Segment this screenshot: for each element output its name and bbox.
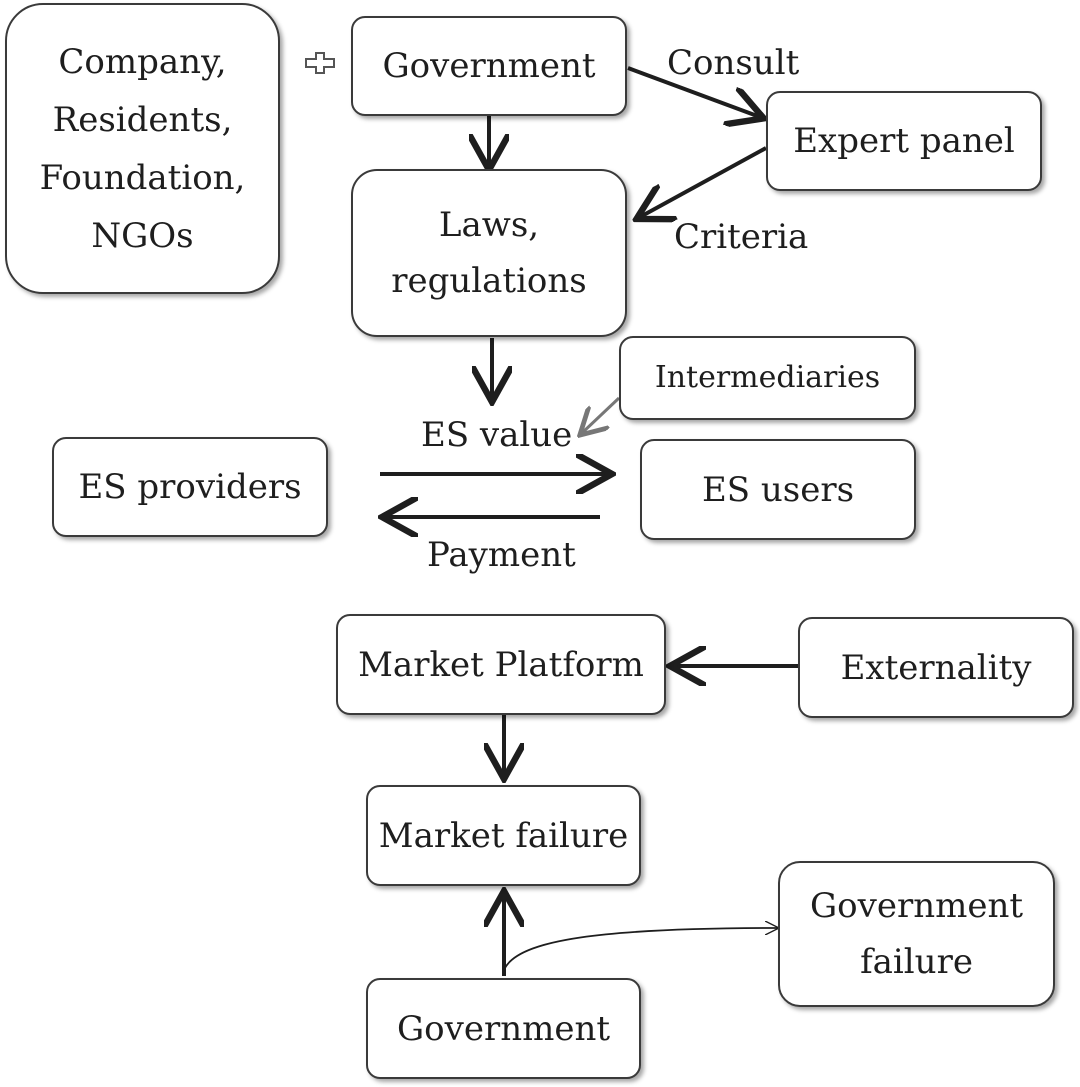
edge-consult [627, 66, 760, 117]
expert-panel-label: Expert panel [793, 121, 1015, 161]
edge-government-failure [504, 928, 778, 969]
government-failure-box: Government failure [778, 861, 1055, 1007]
es-users-label: ES users [701, 469, 855, 510]
edge-intermediaries [582, 396, 621, 433]
edge-criteria [640, 146, 767, 217]
market-failure-box: Market failure [366, 785, 641, 886]
plus-icon [305, 52, 335, 74]
laws-label: Laws, [438, 205, 540, 245]
es-users-box: ES users [640, 439, 916, 540]
market-failure-label: Market failure [378, 815, 629, 856]
market-platform-label: Market Platform [358, 644, 644, 685]
government-failure-line2: failure [860, 942, 973, 982]
expert-panel-box: Expert panel [766, 91, 1042, 191]
stakeholders-box: Company, Residents, Foundation, NGOs [5, 3, 280, 294]
stakeholder-residents: Residents, [52, 99, 233, 140]
es-providers-box: ES providers [52, 437, 328, 537]
government-top-box: Government [351, 16, 627, 116]
externality-box: Externality [798, 617, 1074, 718]
regulations-label: regulations [391, 261, 587, 301]
es-providers-label: ES providers [78, 467, 302, 507]
government-bottom-box: Government [366, 978, 641, 1079]
stakeholder-ngos: NGOs [91, 215, 194, 256]
intermediaries-box: Intermediaries [619, 336, 916, 420]
stakeholder-foundation: Foundation, [39, 157, 246, 198]
consult-label: Consult [667, 43, 800, 83]
government-bottom-label: Government [396, 1008, 611, 1049]
stakeholder-company: Company, [58, 41, 227, 82]
market-platform-box: Market Platform [336, 614, 666, 715]
externality-label: Externality [840, 647, 1032, 688]
laws-regulations-box: Laws, regulations [351, 169, 627, 337]
government-failure-line1: Government [809, 886, 1024, 926]
criteria-label: Criteria [674, 217, 809, 257]
es-value-label: ES value [421, 415, 573, 455]
intermediaries-label: Intermediaries [654, 360, 881, 395]
government-top-label: Government [382, 46, 596, 86]
payment-label: Payment [427, 535, 576, 575]
